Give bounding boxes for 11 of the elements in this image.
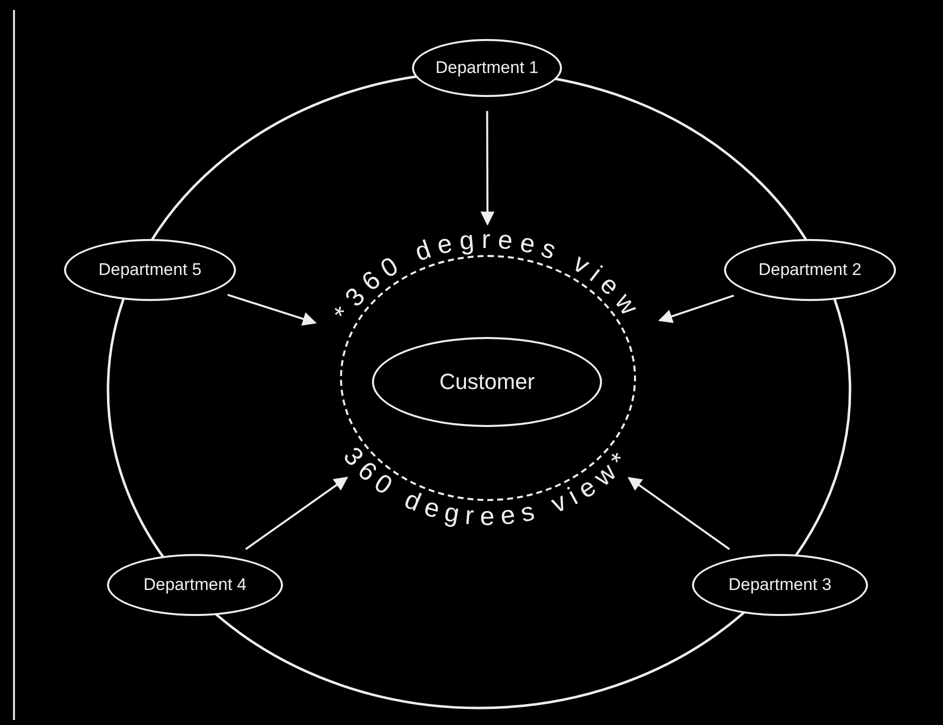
node-label: Customer <box>439 369 535 395</box>
node-label: Department 4 <box>144 575 246 595</box>
arrow <box>245 476 348 550</box>
node-label: Department 2 <box>758 260 862 280</box>
arrow <box>628 476 730 550</box>
node-label: Department 3 <box>728 575 832 595</box>
arrow <box>480 111 494 226</box>
arrow <box>227 294 317 326</box>
node-label: Department 1 <box>436 58 538 78</box>
arrow <box>658 294 734 324</box>
node-label: Department 5 <box>98 260 202 280</box>
